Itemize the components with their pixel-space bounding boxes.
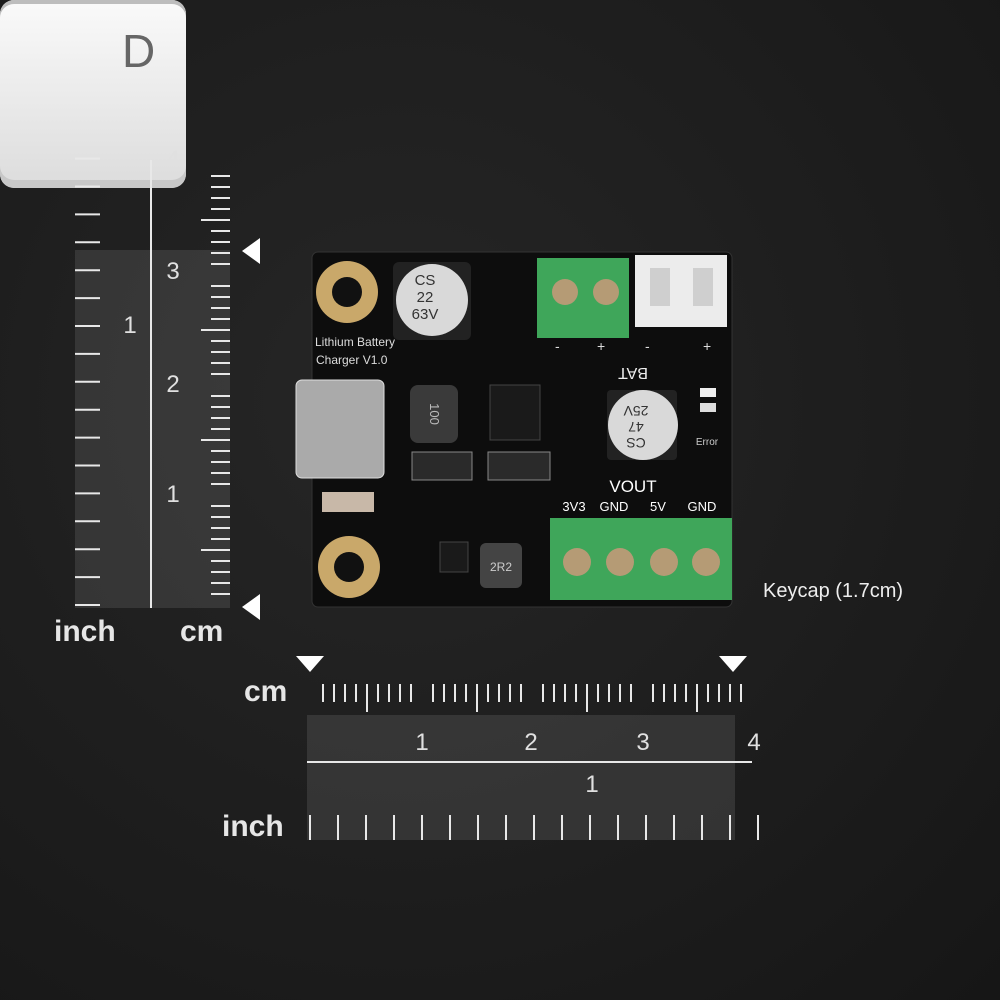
right-marker-triangle xyxy=(719,656,747,672)
keycap: D xyxy=(0,0,186,188)
board-title: Lithium Battery xyxy=(315,335,395,349)
usb-c-port xyxy=(295,379,385,479)
vertical-inch-number: 1 xyxy=(123,312,137,339)
svg-text:CS4725V: CS4725V xyxy=(623,403,649,451)
svg-text:100: 100 xyxy=(427,403,442,425)
jst-connector xyxy=(635,255,727,327)
horizontal-cm-number: 1 xyxy=(415,729,429,756)
error-label: Error xyxy=(696,437,719,448)
horizontal-cm-number: 2 xyxy=(524,729,538,756)
inductor-100 xyxy=(410,385,458,443)
vertical-cm-number: 1 xyxy=(166,481,180,508)
mounting-hole-bottom xyxy=(318,536,380,598)
capacitor-22uf xyxy=(396,264,468,336)
horizontal-ruler-highlight xyxy=(307,715,735,840)
horizontal-inch-label: inch xyxy=(222,810,284,843)
charge-led xyxy=(700,388,716,397)
horizontal-cm-number: 4 xyxy=(747,729,761,756)
vertical-cm-number: 2 xyxy=(166,371,180,398)
svg-text:-+-+: -+-+ xyxy=(555,338,711,354)
vertical-ruler-highlight xyxy=(75,250,230,608)
vout-terminal xyxy=(550,518,732,600)
vout-label: VOUT xyxy=(609,477,656,496)
inductor-2r2 xyxy=(480,543,522,588)
bat-terminal xyxy=(537,258,629,338)
left-marker-triangle xyxy=(296,656,324,672)
horizontal-cm-number: 3 xyxy=(636,729,650,756)
vertical-cm-number: 4 xyxy=(166,146,180,173)
keycap-letter: D xyxy=(122,25,156,77)
svg-text:2R2: 2R2 xyxy=(490,560,512,574)
bottom-marker-triangle xyxy=(242,594,260,620)
top-marker-triangle xyxy=(242,238,260,264)
vertical-inch-label: inch xyxy=(54,615,116,648)
svg-text:BAT: BAT xyxy=(618,364,648,381)
vertical-cm-label: cm xyxy=(180,615,224,648)
horizontal-inch-number: 1 xyxy=(585,771,599,798)
keycap-caption: Keycap (1.7cm) xyxy=(763,580,904,602)
horizontal-cm-label: cm xyxy=(244,675,288,708)
mounting-hole-top xyxy=(316,261,378,323)
vertical-cm-number: 3 xyxy=(166,258,180,285)
ic-chip xyxy=(489,384,541,441)
capacitor-47uf xyxy=(608,390,678,460)
